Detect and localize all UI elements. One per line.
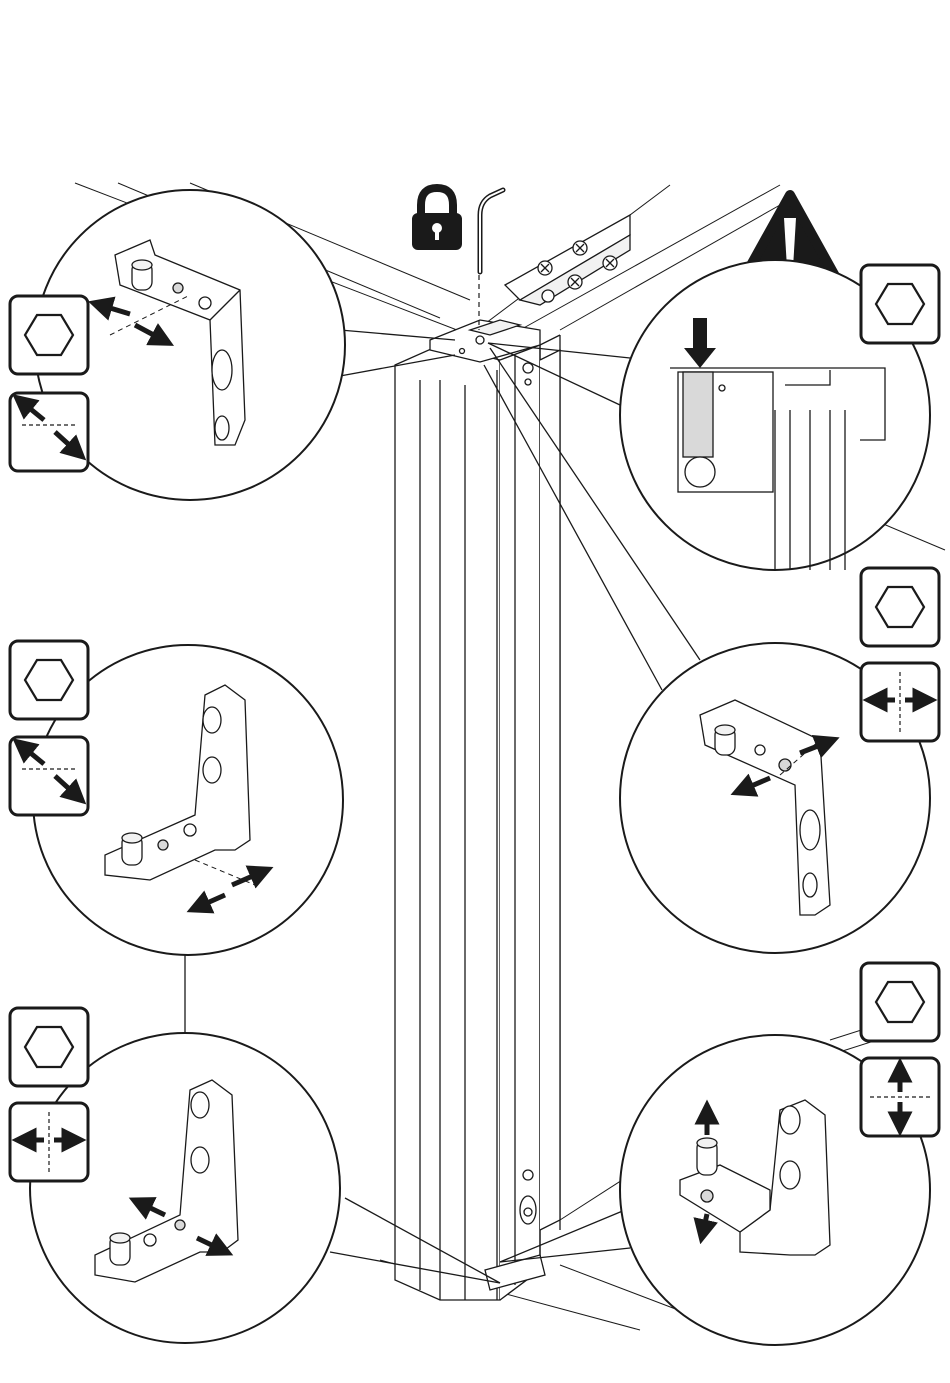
top-rail xyxy=(505,215,630,305)
hex-key-icon xyxy=(861,265,939,343)
hex-key-icon xyxy=(10,296,88,374)
hex-key-icon xyxy=(861,963,939,1041)
diagonal-adjust-icon xyxy=(10,737,88,815)
hex-key-icon xyxy=(10,1008,88,1086)
padlock-icon xyxy=(412,188,462,250)
diagonal-adjust-icon xyxy=(10,393,88,471)
horizontal-adjust-icon xyxy=(10,1103,88,1181)
hex-key-icon xyxy=(861,568,939,646)
allen-key-icon xyxy=(479,190,503,330)
horizontal-adjust-icon xyxy=(861,663,939,741)
vertical-adjust-icon xyxy=(861,1058,939,1136)
door-post xyxy=(395,320,560,1300)
hex-key-icon xyxy=(10,641,88,719)
